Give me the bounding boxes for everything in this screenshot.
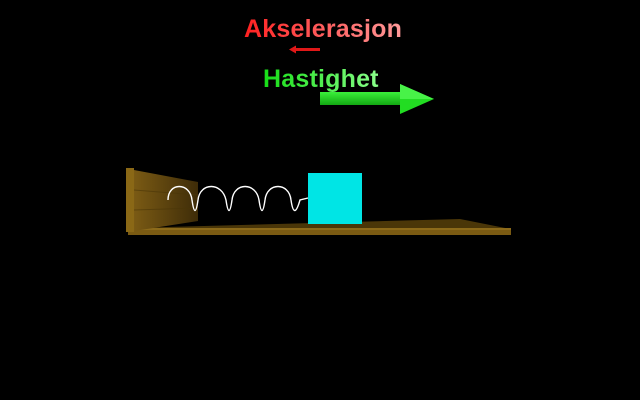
acceleration-label-text: Akselerasjon — [244, 15, 403, 43]
mass-block[interactable] — [308, 173, 362, 224]
acceleration-arrow-icon — [289, 45, 320, 54]
acceleration-label: Akselerasjon — [244, 15, 402, 44]
velocity-label: Hastighet — [263, 65, 379, 94]
velocity-arrow-icon — [320, 84, 434, 114]
wall — [126, 168, 199, 232]
spring — [167, 185, 309, 212]
velocity-label-text: Hastighet — [263, 65, 379, 93]
